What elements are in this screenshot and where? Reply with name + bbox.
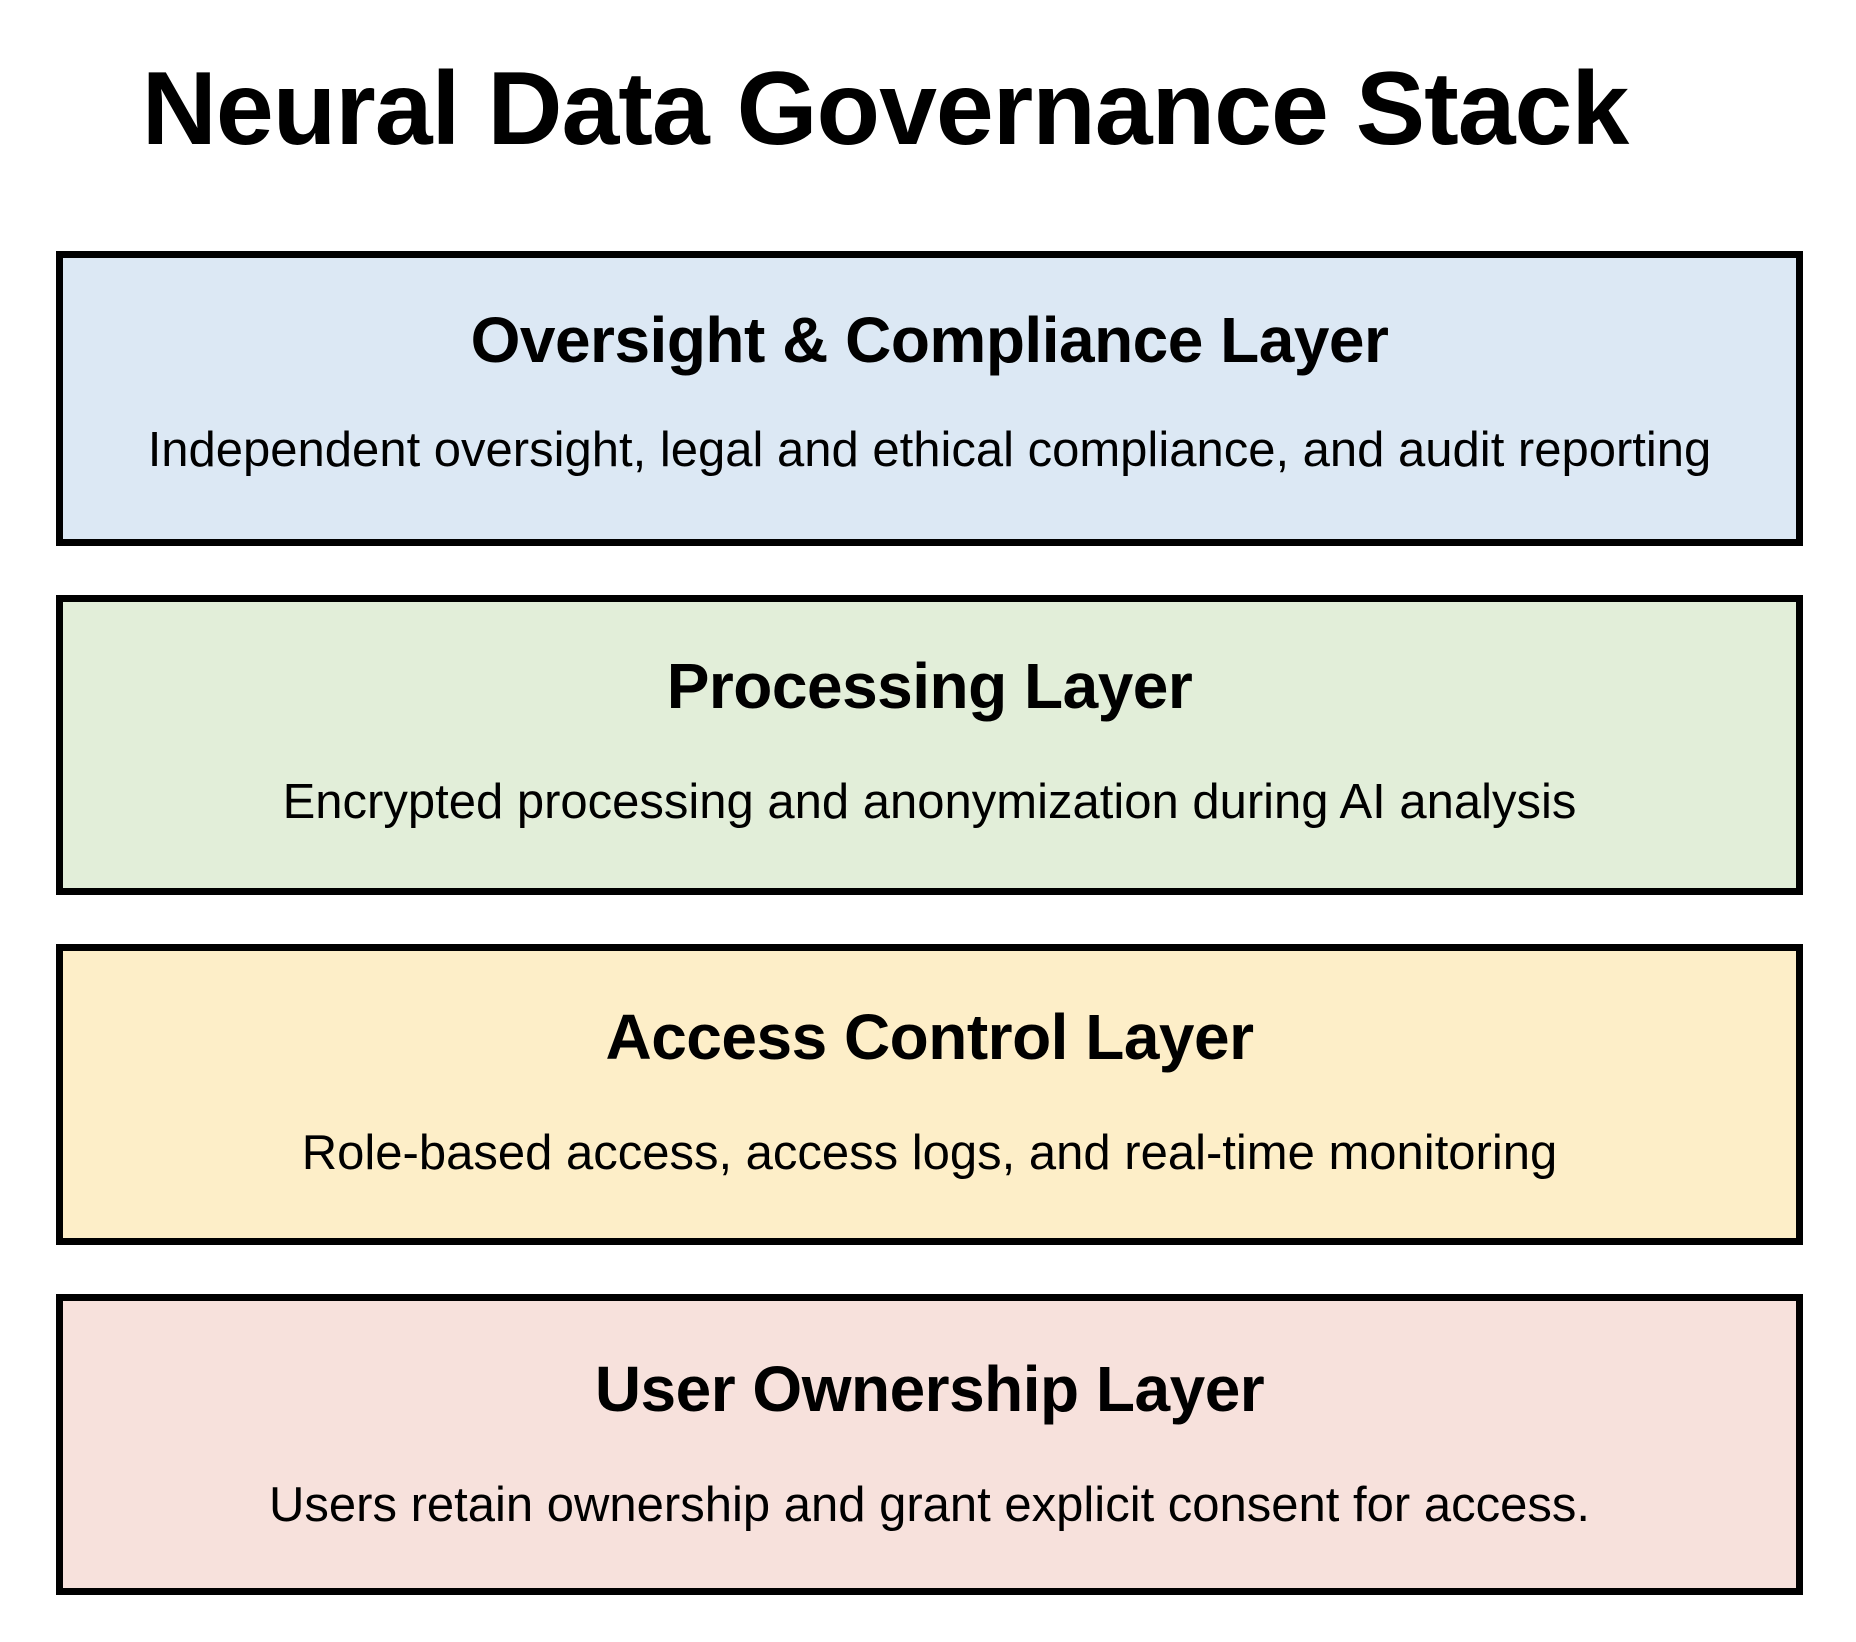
page-title: Neural Data Governance Stack [141, 51, 1629, 167]
layer-title: Oversight & Compliance Layer [470, 304, 1389, 376]
layer-access-control[interactable]: Access Control Layer Role-based access, … [56, 944, 1803, 1245]
layer-oversight-compliance[interactable]: Oversight & Compliance Layer Independent… [56, 251, 1803, 546]
layer-description: Role-based access, access logs, and real… [301, 1125, 1558, 1180]
layer-description: Users retain ownership and grant explici… [269, 1477, 1590, 1532]
layer-title: User Ownership Layer [594, 1353, 1265, 1425]
layer-processing[interactable]: Processing Layer Encrypted processing an… [56, 595, 1803, 895]
layer-description: Independent oversight, legal and ethical… [147, 422, 1712, 477]
layer-title: Processing Layer [666, 650, 1193, 722]
layer-user-ownership[interactable]: User Ownership Layer Users retain owners… [56, 1294, 1803, 1595]
layer-title: Access Control Layer [605, 1001, 1254, 1073]
governance-stack: Oversight & Compliance Layer Independent… [56, 251, 1803, 1595]
layer-description: Encrypted processing and anonymization d… [282, 774, 1577, 829]
